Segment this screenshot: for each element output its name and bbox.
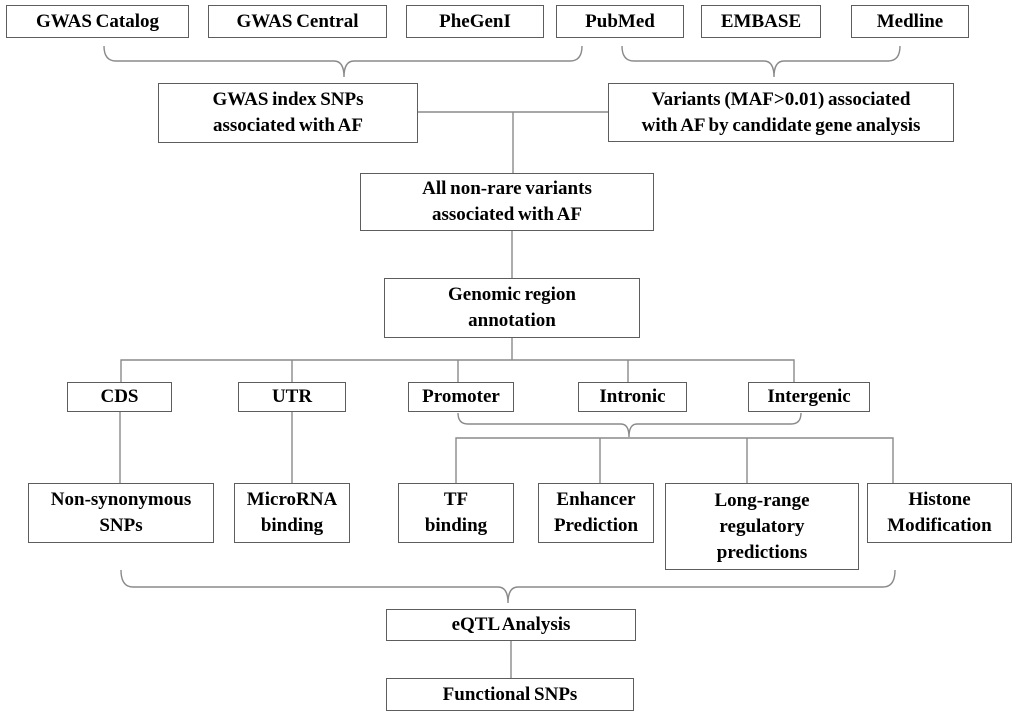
node-phegeni: PheGenI (406, 5, 544, 38)
bracket-gwas-sources (103, 45, 583, 78)
node-enhancer-prediction: Enhancer Prediction (538, 483, 654, 543)
node-nonsynonymous-snps: Non-synonymous SNPs (28, 483, 214, 543)
node-all-nonrare-variants: All non-rare variants associated with AF (360, 173, 654, 231)
bracket-literature-sources (621, 45, 901, 78)
node-eqtl-analysis: eQTL Analysis (386, 609, 636, 641)
node-longrange-regulatory: Long-range regulatory predictions (665, 483, 859, 570)
node-tf-binding: TF binding (398, 483, 514, 543)
bracket-regulatory-regions (457, 412, 802, 438)
node-gwas-catalog: GWAS Catalog (6, 5, 189, 38)
node-pubmed: PubMed (556, 5, 684, 38)
node-medline: Medline (851, 5, 969, 38)
node-promoter: Promoter (408, 382, 514, 412)
node-microrna-binding: MicroRNA binding (234, 483, 350, 543)
node-functional-snps: Functional SNPs (386, 678, 634, 711)
node-candidate-variants: Variants (MAF>0.01) associated with AF b… (608, 83, 954, 142)
node-intergenic: Intergenic (748, 382, 870, 412)
line-annotation-distribution (455, 437, 894, 483)
node-embase: EMBASE (701, 5, 821, 38)
node-cds: CDS (67, 382, 172, 412)
node-intronic: Intronic (578, 382, 687, 412)
node-utr: UTR (238, 382, 346, 412)
node-gwas-index-snps: GWAS index SNPs associated with AF (158, 83, 418, 143)
node-histone-modification: Histone Modification (867, 483, 1012, 543)
bracket-to-eqtl (120, 569, 896, 604)
node-gwas-central: GWAS Central (208, 5, 387, 38)
node-genomic-region-annotation: Genomic region annotation (384, 278, 640, 338)
